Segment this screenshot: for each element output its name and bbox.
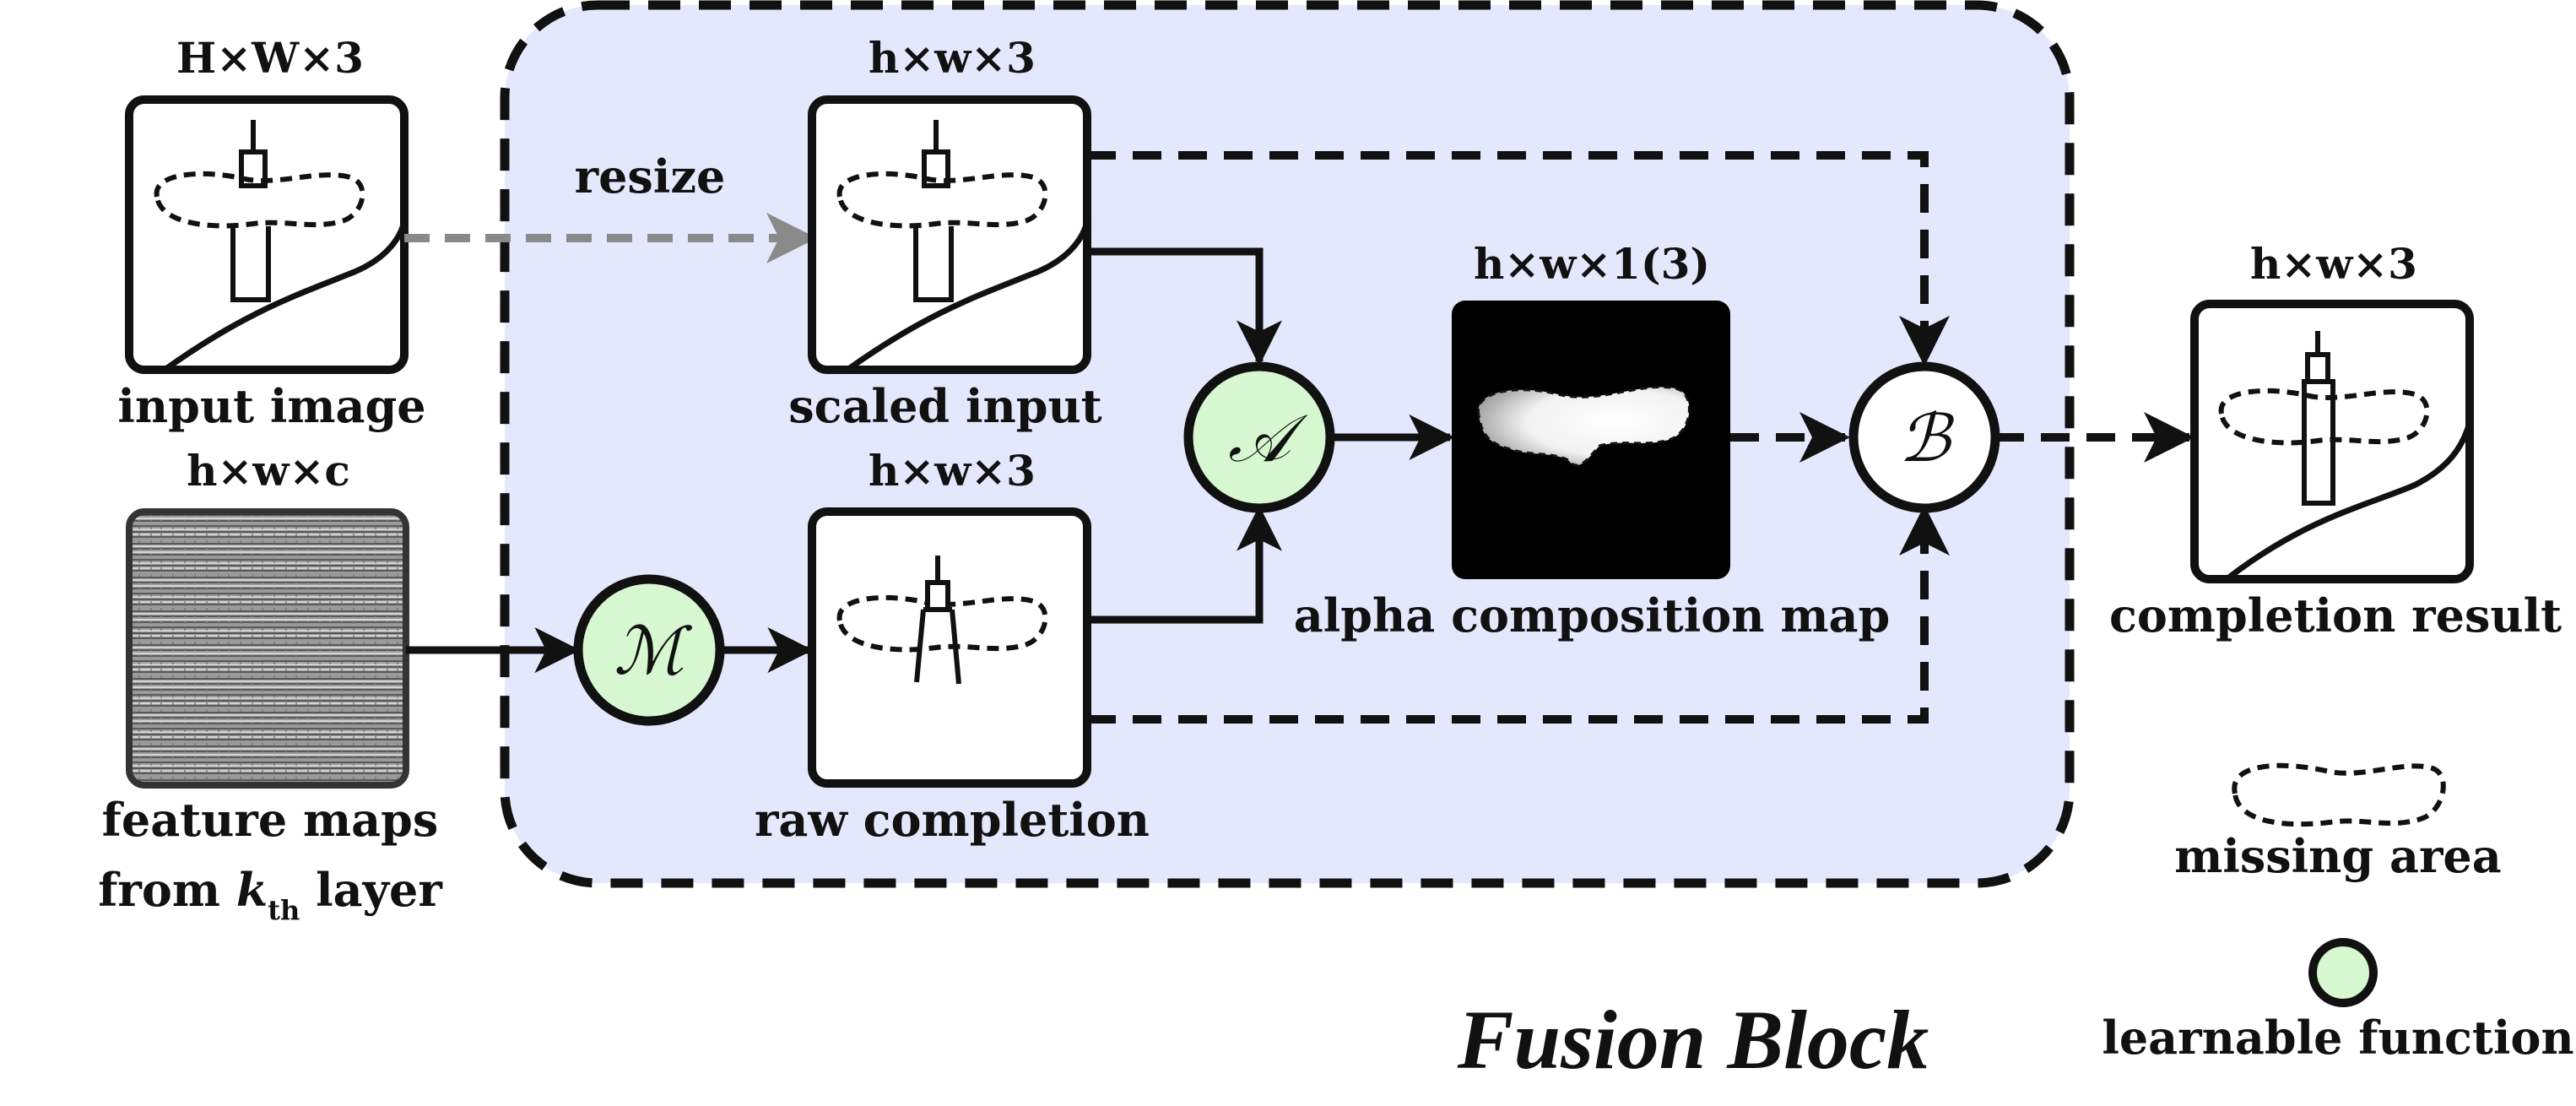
raw-completion-dim: h×w×3 xyxy=(869,446,1036,496)
function-b-symbol: ℬ xyxy=(1898,402,1954,475)
alpha-map-label: alpha composition map xyxy=(1294,588,1890,642)
resize-label: resize xyxy=(575,149,726,203)
learnable-function-m-symbol: ℳ xyxy=(614,615,693,688)
completion-result-label: completion result xyxy=(2109,588,2562,642)
raw-completion-label: raw completion xyxy=(755,793,1150,847)
learnable-function-legend-label: learnable function xyxy=(2102,1011,2573,1065)
input-image-label: input image xyxy=(117,379,425,433)
alpha-map-thumbnail xyxy=(1452,301,1730,579)
missing-area-legend-label: missing area xyxy=(2174,829,2502,883)
input-image-thumbnail xyxy=(125,95,409,374)
fusion-block-title: Fusion Block xyxy=(1457,993,1929,1087)
feature-maps-thumbnail xyxy=(126,508,409,789)
learnable-function-legend-icon xyxy=(2308,938,2378,1007)
scaled-input-thumbnail xyxy=(808,95,1091,374)
scaled-input-dim: h×w×3 xyxy=(869,33,1036,83)
completion-result-dim: h×w×3 xyxy=(2250,239,2417,289)
scaled-input-label: scaled input xyxy=(788,379,1101,433)
input-image-dim: H×W×3 xyxy=(176,33,364,83)
raw-completion-thumbnail xyxy=(808,507,1091,788)
arrow-raw-to-a xyxy=(1087,505,1282,624)
feature-maps-label-line2: from kth layer xyxy=(98,863,442,926)
arrow-raw-to-b xyxy=(1087,505,1950,724)
alpha-map-dim: h×w×1(3) xyxy=(1474,239,1710,289)
arrow-scaled-to-a xyxy=(1087,247,1282,366)
arrow-scaled-to-b xyxy=(1087,151,1950,366)
feature-maps-label-line1: feature maps xyxy=(102,793,439,847)
missing-area-legend-icon xyxy=(2232,762,2446,827)
completion-result-thumbnail xyxy=(2190,300,2474,583)
feature-maps-dim: h×w×c xyxy=(187,446,350,496)
